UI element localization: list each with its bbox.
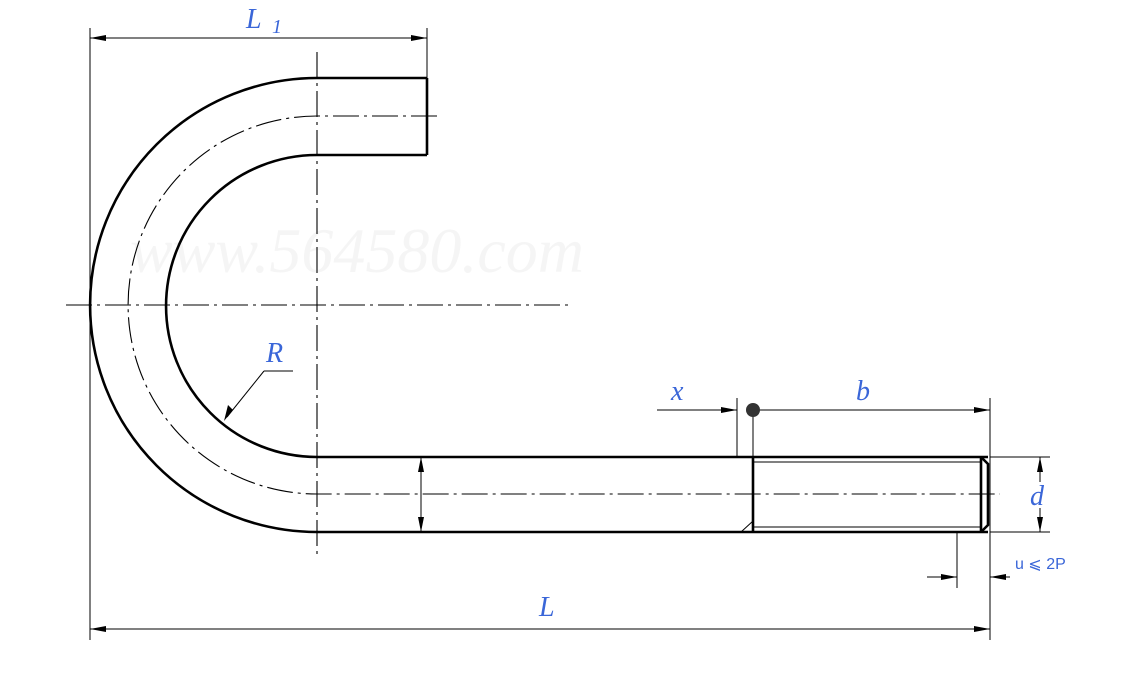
dimension-u: u ⩽ 2P	[927, 532, 1066, 588]
bolt-axis-centerline	[127, 115, 1000, 495]
L1-label: L	[245, 4, 262, 35]
R-label: R	[265, 338, 283, 369]
b-origin-dot	[746, 403, 760, 417]
d-arrow-bottom	[1037, 517, 1043, 532]
L1-arrow-right	[411, 35, 427, 41]
R-leader-arrow	[224, 405, 233, 421]
dimension-L: L	[90, 592, 990, 632]
u-arrow-right	[990, 574, 1006, 580]
shank-diameter-arrow-top	[418, 457, 424, 472]
dimension-d: d	[990, 456, 1050, 533]
center-lines	[66, 52, 1000, 558]
d-label: d	[1030, 481, 1045, 512]
dimension-L1: L 1	[89, 4, 428, 640]
L-label: L	[538, 592, 555, 623]
L-arrow-right	[974, 626, 990, 632]
L1-arrow-left	[90, 35, 106, 41]
R-leader-line	[226, 370, 265, 418]
radius-leader: R	[224, 338, 293, 421]
dimension-x-b: x b	[657, 376, 991, 640]
u-arrow-left	[941, 574, 957, 580]
x-label: x	[670, 376, 684, 407]
u-note-label: u ⩽ 2P	[1015, 556, 1066, 573]
x-arrow	[721, 407, 737, 413]
shank-diameter-arrow-bottom	[418, 517, 424, 532]
thread-runout-line	[740, 520, 754, 533]
b-arrow-right	[974, 407, 990, 413]
hook-inner-contour	[164, 153, 988, 459]
shank-diameter-dimension	[418, 457, 424, 532]
watermark-text: www.564580.com	[130, 215, 584, 286]
L1-label-subscript: 1	[272, 16, 282, 38]
d-arrow-top	[1037, 457, 1043, 472]
L-arrow-left	[90, 626, 106, 632]
b-label: b	[856, 376, 870, 407]
thread-minor-lines	[753, 461, 981, 528]
